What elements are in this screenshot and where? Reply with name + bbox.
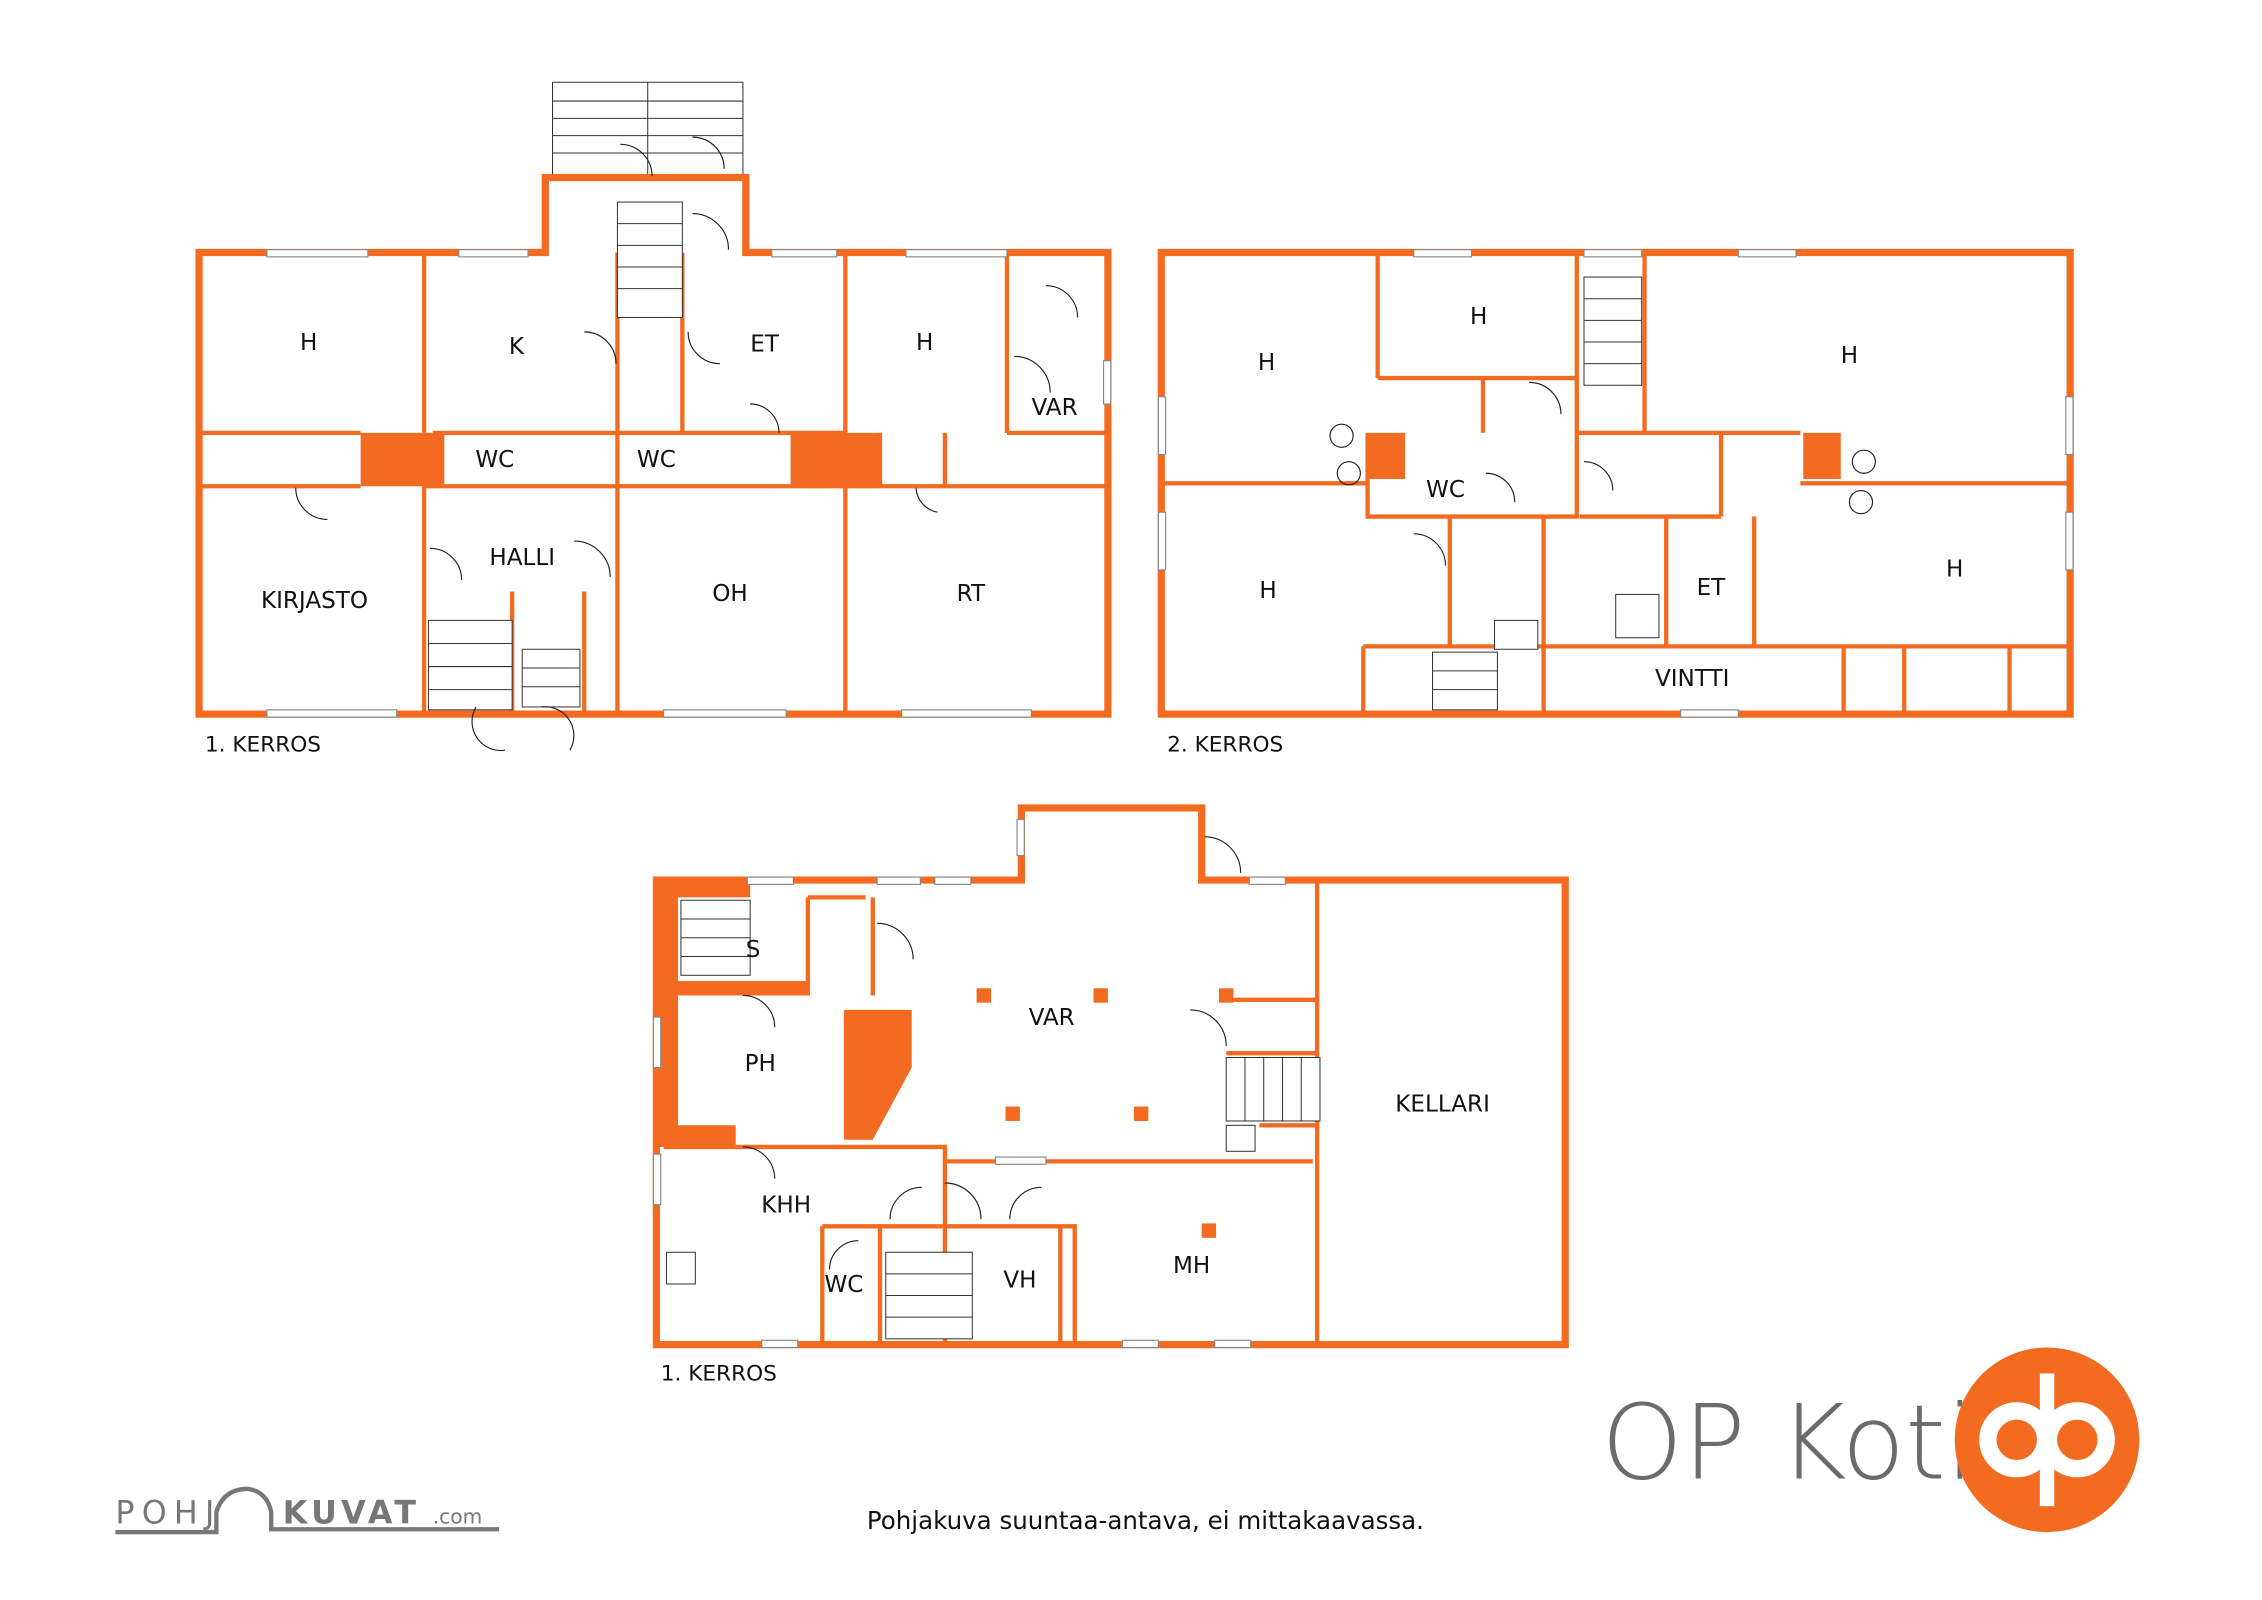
room-label: KHH (761, 1193, 811, 1219)
svg-text:KUVAT: KUVAT (283, 1495, 421, 1531)
room-label: H (1259, 578, 1276, 604)
room-label: ET (1697, 575, 1727, 601)
outer-wall (195, 173, 1112, 718)
floor-plan-1-kerros-basement: S VAR PH KELLARI KHH WC VH MH 1. KERROS (652, 804, 1569, 1387)
floor-plan-1-kerros-upper: H K ET H VAR WC WC HALLI KIRJASTO OH RT … (195, 81, 1112, 758)
floor-plan-2-kerros: H H H WC H ET H VINTTI 2. KERROS (1157, 248, 2074, 758)
room-label: WC (475, 447, 514, 473)
room-label: ET (750, 331, 780, 357)
room-label: MH (1173, 1253, 1210, 1279)
interior-walls (1161, 252, 2071, 715)
room-label: WC (824, 1272, 863, 1298)
room-label: H (1470, 304, 1487, 330)
brand-name: OP Koti (1601, 1384, 1974, 1504)
floor-label: 2. KERROS (1167, 733, 1283, 758)
room-label: S (746, 937, 761, 963)
room-label: VINTTI (1655, 666, 1729, 692)
floor-label: 1. KERROS (661, 1362, 777, 1387)
room-label: H (1841, 343, 1858, 369)
floor-label: 1. KERROS (205, 733, 321, 758)
room-label: HALLI (489, 545, 555, 571)
svg-text:POHJ: POHJ (115, 1495, 221, 1531)
room-label: KELLARI (1395, 1092, 1490, 1118)
op-logo-icon (1954, 1347, 2140, 1533)
interior-walls (199, 252, 1108, 715)
room-label: WC (637, 447, 676, 473)
room-label: VAR (1031, 395, 1077, 421)
room-label: VH (1003, 1268, 1036, 1294)
room-label: H (300, 330, 317, 356)
room-label: PH (745, 1051, 776, 1077)
room-label: H (1946, 556, 1963, 582)
room-label: RT (957, 581, 986, 607)
room-label: KIRJASTO (261, 588, 368, 614)
room-label: WC (1426, 477, 1465, 503)
svg-text:.com: .com (433, 1504, 483, 1528)
room-label: H (1258, 350, 1275, 376)
disclaimer-note: Pohjakuva suuntaa-antava, ei mittakaavas… (867, 1506, 1424, 1535)
room-label: OH (712, 581, 748, 607)
room-label: VAR (1029, 1005, 1075, 1031)
outer-wall (652, 804, 1569, 1349)
interior-walls (663, 880, 1320, 1345)
room-label: H (916, 330, 933, 356)
room-label: K (509, 334, 525, 360)
pohjakuvat-logo: POHJ KUVAT .com (115, 1486, 500, 1535)
